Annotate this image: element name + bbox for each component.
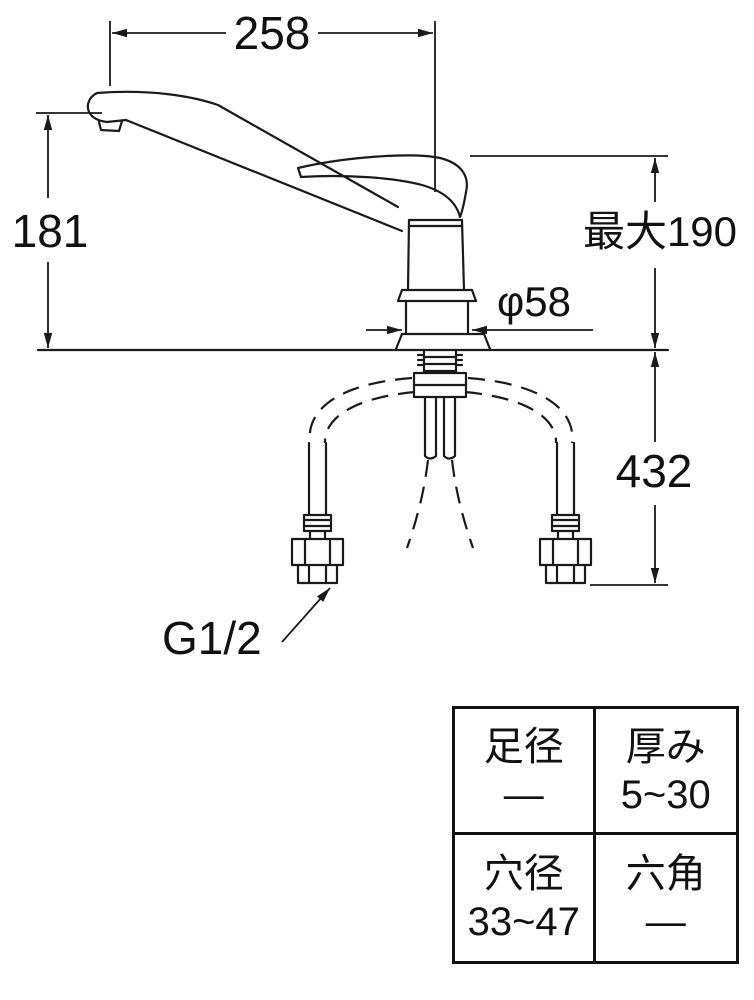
flexible-hoses	[308, 376, 574, 549]
spec-value-hole-diameter: 33~47	[467, 900, 580, 944]
dim-base-diameter-label: φ58	[497, 278, 571, 325]
mounting-shank	[412, 348, 468, 460]
dim-top-width-label: 258	[234, 7, 311, 59]
hose-connector-right	[538, 441, 593, 585]
spec-value-hexagon: —	[645, 900, 686, 944]
g12-leader-line	[281, 587, 331, 643]
spec-value-foot-diameter: —	[503, 772, 544, 817]
spec-cell-hole-diameter: 穴径 33~47	[455, 835, 596, 961]
spec-label-foot-diameter: 足径	[483, 724, 564, 769]
connection-thread-label: G1/2	[162, 612, 262, 664]
dim-spout-height-label: 181	[12, 205, 89, 257]
extension-lines	[36, 21, 668, 586]
faucet-lever-handle	[296, 154, 468, 219]
faucet-spout	[86, 90, 404, 233]
dim-hose-length-label: 432	[616, 445, 693, 497]
spec-cell-foot-diameter: 足径 —	[455, 709, 596, 835]
spec-cell-thickness: 厚み 5~30	[595, 709, 736, 835]
dim-max-height-label: 最大190	[583, 208, 737, 255]
spec-table: 足径 — 厚み 5~30 穴径 33~47 六角 —	[452, 706, 739, 964]
spec-value-thickness: 5~30	[620, 772, 711, 817]
spec-label-thickness: 厚み	[625, 724, 706, 769]
spec-cell-hexagon: 六角 —	[596, 835, 737, 961]
hose-connector-left	[290, 441, 345, 585]
spec-label-hexagon: 六角	[625, 852, 706, 896]
spec-label-hole-diameter: 穴径	[483, 852, 564, 896]
faucet-body	[394, 218, 492, 351]
